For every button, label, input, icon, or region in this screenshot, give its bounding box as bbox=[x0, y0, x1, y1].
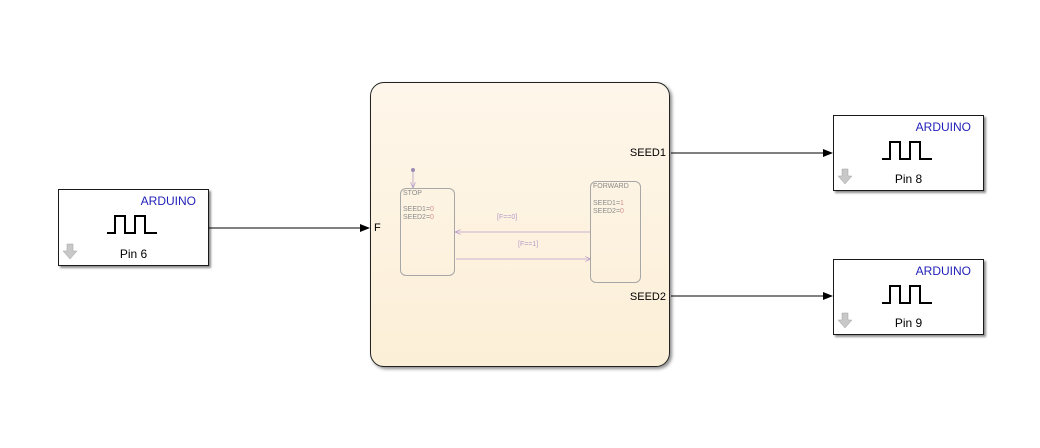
state-name: FORWARD bbox=[593, 183, 629, 190]
arrow-down-icon bbox=[837, 312, 853, 329]
state-forward[interactable]: FORWARD SEED1=1 SEED2=0 bbox=[590, 181, 641, 283]
arrow-down-icon bbox=[62, 243, 78, 260]
pin-label: Pin 9 bbox=[894, 316, 923, 330]
default-transition-dot bbox=[411, 168, 415, 172]
stateflow-chart-block[interactable]: F SEED1 SEED2 STOP SEED1=0 SEED2=0 FORWA… bbox=[370, 82, 670, 367]
state-name: STOP bbox=[403, 190, 422, 197]
pin-label: Pin 8 bbox=[894, 172, 923, 186]
brand-label: ARDUINO bbox=[915, 120, 971, 134]
state-actions: SEED1=1 SEED2=0 bbox=[593, 200, 624, 215]
input-port-f: F bbox=[374, 222, 381, 234]
state-actions: SEED1=0 SEED2=0 bbox=[403, 206, 434, 221]
brand-label: ARDUINO bbox=[140, 194, 196, 208]
square-wave-icon bbox=[882, 285, 932, 304]
state-stop[interactable]: STOP SEED1=0 SEED2=0 bbox=[400, 188, 455, 276]
output-port-seed2: SEED2 bbox=[629, 291, 666, 303]
square-wave-icon bbox=[882, 141, 932, 160]
transition-label-f-eq-1: [F==1] bbox=[518, 241, 539, 248]
arrow-down-icon bbox=[837, 168, 853, 185]
output-port-seed1: SEED1 bbox=[629, 147, 666, 159]
pin-label: Pin 6 bbox=[119, 247, 148, 261]
state-transitions bbox=[371, 168, 671, 368]
arduino-output-block-pin9[interactable]: ARDUINO Pin 9 bbox=[833, 259, 984, 335]
arduino-input-block-pin6[interactable]: ARDUINO Pin 6 bbox=[58, 189, 209, 266]
square-wave-icon bbox=[107, 215, 157, 234]
transition-label-f-eq-0: [F==0] bbox=[497, 214, 518, 221]
brand-label: ARDUINO bbox=[915, 264, 971, 278]
arduino-output-block-pin8[interactable]: ARDUINO Pin 8 bbox=[833, 115, 984, 191]
